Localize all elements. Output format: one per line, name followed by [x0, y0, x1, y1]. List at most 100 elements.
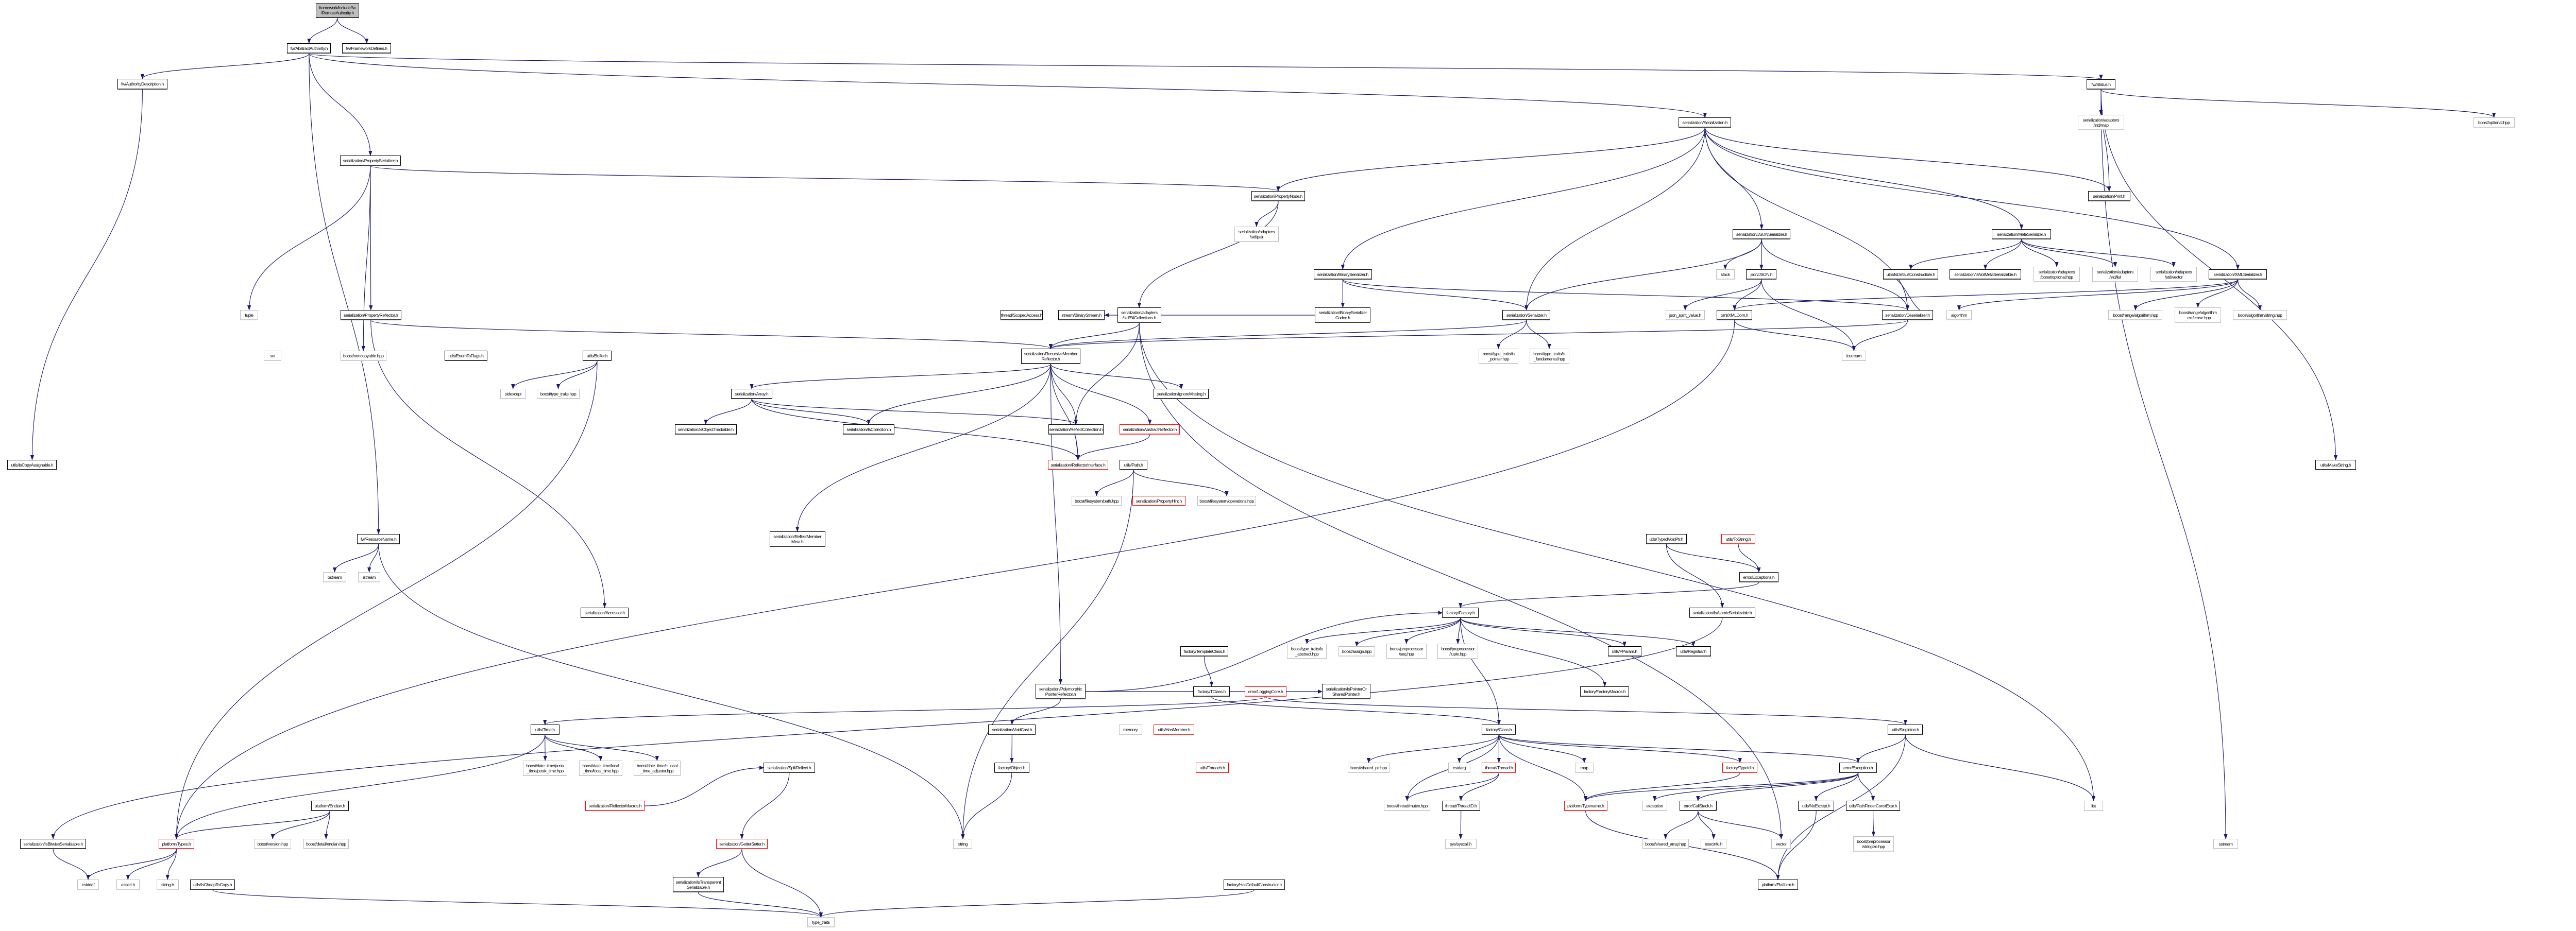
- graph-node-sz[interactable]: serialization/Serializer.h: [1502, 310, 1551, 320]
- graph-node-alist[interactable]: serialization/adapters /std/list: [2092, 267, 2139, 282]
- graph-node-sstream[interactable]: sstream: [2213, 839, 2238, 849]
- graph-node-rmm[interactable]: serialization/ReflectMember Meta.h: [769, 531, 825, 547]
- graph-node-json[interactable]: serialization/JSONSerializer.h: [1733, 229, 1791, 239]
- graph-node-tc[interactable]: factory/TemplateClass.h: [1180, 646, 1229, 657]
- graph-node-btt[interactable]: boost/type_traits.hpp: [537, 389, 580, 399]
- graph-node-iot[interactable]: serialization/IsObjectTrackable.h: [675, 424, 737, 435]
- graph-node-binc[interactable]: serialization/BinarySerializer Codec.h: [1315, 307, 1371, 323]
- graph-node-bre[interactable]: boost/range/algorithm _ext/erase.hpp: [2174, 307, 2222, 323]
- graph-node-tvp[interactable]: utils/TypedVoidPtr.h: [1646, 534, 1687, 544]
- graph-node-rmr[interactable]: serialization/RecursiveMember Reflector.…: [1021, 349, 1081, 364]
- graph-node-cstddef[interactable]: cstddef: [77, 880, 99, 890]
- graph-node-iostream[interactable]: iostream: [1841, 351, 1866, 361]
- graph-node-ias[interactable]: serialization/IsAtomicSerializable.h: [1689, 608, 1755, 618]
- graph-node-idc[interactable]: utils/IsDefaultConstructible.h: [1883, 269, 1939, 280]
- graph-node-fe[interactable]: utils/Foreach.h: [1195, 763, 1229, 773]
- graph-node-lc[interactable]: error/LoggingCore.h: [1244, 686, 1287, 697]
- graph-node-bas[interactable]: boost/algorithm/string.hpp: [2233, 310, 2287, 320]
- graph-node-ri[interactable]: serialization/ReflectorInterface.h: [1048, 460, 1108, 470]
- graph-node-plat[interactable]: platform/Platform.h: [1758, 880, 1798, 890]
- graph-node-its[interactable]: serialization/IsTransparent Serializable…: [672, 877, 724, 892]
- graph-node-aa[interactable]: fw/AbstractAuthority.h: [287, 43, 331, 54]
- graph-node-exi[interactable]: execinfo.h: [1700, 839, 1727, 849]
- graph-node-bra[interactable]: boost/range/algorithm.hpp: [2108, 310, 2163, 320]
- graph-node-amap[interactable]: serialization/adapters /std/map: [2077, 115, 2125, 130]
- graph-node-tid[interactable]: factory/TypeId.h: [1722, 763, 1758, 773]
- graph-node-bins[interactable]: serialization/BinarySerializer.h: [1313, 269, 1372, 280]
- graph-node-memory[interactable]: memory: [1118, 725, 1142, 735]
- graph-node-map[interactable]: map: [1575, 763, 1594, 773]
- graph-node-meta[interactable]: serialization/MetaSerializer.h: [1992, 229, 2052, 239]
- graph-node-bver[interactable]: boost/version.hpp: [254, 839, 292, 849]
- graph-node-bsp[interactable]: boost/shared_ptr.hpp: [1347, 763, 1390, 773]
- graph-node-pair[interactable]: serialization/adapters /std/pair: [1234, 227, 1279, 242]
- graph-node-root[interactable]: framework/include/fw /RemoteAuthority.h: [315, 3, 359, 18]
- graph-node-hdc[interactable]: factory/HasDefaultConstructor.h: [1224, 880, 1285, 890]
- graph-node-rn[interactable]: fw/ResourceName.h: [357, 534, 400, 544]
- graph-node-isf[interactable]: boost/type_traits/is _fundamental.hpp: [1529, 349, 1569, 364]
- graph-node-ts[interactable]: utils/ToString.h: [1721, 534, 1755, 544]
- graph-node-jsv[interactable]: json_spirit_value.h: [1665, 310, 1705, 320]
- graph-node-end[interactable]: platform/Endian.h: [311, 801, 349, 811]
- graph-node-algo[interactable]: algorithm: [1946, 310, 1972, 320]
- graph-node-sr[interactable]: serialization/SplitReflect.h: [764, 763, 815, 773]
- graph-node-assert[interactable]: assert.h: [116, 880, 140, 890]
- graph-node-cs[interactable]: error/CallStack.h: [1680, 801, 1717, 811]
- graph-node-string[interactable]: string: [953, 839, 973, 849]
- graph-node-bopt[interactable]: boost/optional.hpp: [2473, 117, 2515, 128]
- graph-node-stl[interactable]: serialization/adapters /std/StlCollectio…: [1117, 307, 1161, 323]
- graph-node-path[interactable]: utils/Path.h: [1120, 460, 1147, 470]
- graph-node-etf[interactable]: utils/EnumToFlags.h: [445, 351, 487, 361]
- graph-node-types[interactable]: platform/Types.h: [158, 839, 195, 849]
- graph-node-tuple[interactable]: tuple: [240, 310, 259, 320]
- graph-node-hm[interactable]: utils/HasMember.h: [1154, 725, 1195, 735]
- graph-node-gs[interactable]: serialization/GetterSetter.h: [716, 839, 768, 849]
- graph-node-ar[interactable]: serialization/AbstractReflector.h: [1120, 424, 1180, 435]
- graph-node-avec[interactable]: serialization/adapters /std/vector: [2150, 267, 2197, 282]
- graph-node-nonc[interactable]: boost/noncopyable.hpp: [340, 351, 387, 361]
- graph-node-ne[interactable]: utils/NoExcept.h: [1798, 801, 1835, 811]
- graph-node-sing[interactable]: utils/Singleton.h: [1888, 725, 1923, 735]
- graph-node-xmls[interactable]: serialization/XMLSerializer.h: [2209, 269, 2267, 280]
- graph-node-thr[interactable]: thread/Thread.h: [1482, 763, 1516, 773]
- graph-node-exception[interactable]: exception: [1642, 801, 1667, 811]
- graph-node-inms[interactable]: serialization/IsNotMetaSerializable.h: [1949, 269, 2022, 280]
- graph-node-ica[interactable]: utils/IsCopyAssignable.h: [7, 460, 57, 470]
- graph-node-tt[interactable]: type_traits: [807, 917, 835, 927]
- graph-node-ser[interactable]: serialization/Serialization.h: [1679, 117, 1732, 128]
- graph-node-ad[interactable]: fw/AuthorityDescription.h: [117, 79, 167, 90]
- graph-node-mutex[interactable]: boost/thread/mutex.hpp: [1384, 801, 1430, 811]
- graph-node-st[interactable]: fw/Status.h: [2086, 79, 2116, 90]
- graph-node-ps[interactable]: serialization/PropertySerializer.h: [340, 156, 401, 166]
- graph-node-rc[interactable]: serialization/ReflectCollection.h: [1048, 424, 1104, 435]
- graph-node-fm[interactable]: factory/FactoryMacros.h: [1580, 686, 1630, 697]
- graph-node-bde[interactable]: boost/detail/endian.hpp: [303, 839, 349, 849]
- graph-node-ms[interactable]: utils/MakeString.h: [2315, 460, 2356, 470]
- graph-node-ipsp[interactable]: serialization/IsPointerOr SharedPointer.…: [1322, 684, 1371, 699]
- graph-node-pn[interactable]: serialization/PropertyNode.h: [1251, 191, 1306, 201]
- graph-node-basg[interactable]: boost/assign.hpp: [1338, 646, 1376, 657]
- graph-node-bfo[interactable]: boost/filesystem/operations.hpp: [1197, 496, 1257, 506]
- graph-node-vc[interactable]: serialization/VoidCast.h: [988, 725, 1036, 735]
- graph-node-bfp[interactable]: boost/filesystem/path.hpp: [1072, 496, 1122, 506]
- graph-node-isp[interactable]: boost/type_traits/is _pointer.hpp: [1479, 349, 1518, 364]
- graph-node-acc[interactable]: serialization/Accessor.h: [581, 608, 629, 618]
- graph-node-thid[interactable]: thread/ThreadID.h: [1442, 801, 1480, 811]
- graph-node-dtp[interactable]: boost/date_time/posix _time/posix_time.h…: [523, 761, 568, 776]
- graph-node-bpt[interactable]: boost/preprocessor /tuple.hpp: [1437, 644, 1479, 659]
- graph-node-dtc[interactable]: boost/date_time/c_local _time_adjustor.h…: [633, 761, 681, 776]
- graph-node-ostream[interactable]: ostream: [323, 572, 347, 582]
- graph-node-exc[interactable]: error/Exception.h: [1839, 763, 1877, 773]
- graph-node-vector[interactable]: vector: [1771, 839, 1791, 849]
- graph-node-set[interactable]: set: [264, 351, 282, 361]
- graph-node-dtl[interactable]: boost/date_time/local _time/local_time.h…: [579, 761, 622, 776]
- graph-node-list[interactable]: list: [2084, 801, 2103, 811]
- graph-node-icol[interactable]: serialization/IsCollection.h: [842, 424, 895, 435]
- graph-node-pfc[interactable]: utils/PathFinderConstExpr.h: [1846, 801, 1900, 811]
- graph-node-bsa[interactable]: boost/shared_array.hpp: [1642, 839, 1689, 849]
- graph-node-time[interactable]: utils/Time.h: [530, 725, 560, 735]
- graph-node-istream[interactable]: istream: [358, 572, 381, 582]
- graph-node-sa[interactable]: thread/ScopedAccess.h: [1000, 310, 1043, 320]
- graph-node-stz[interactable]: boost/preprocessor /stringize.hpp: [1853, 836, 1894, 852]
- graph-node-fac[interactable]: factory/Factory.h: [1442, 608, 1479, 618]
